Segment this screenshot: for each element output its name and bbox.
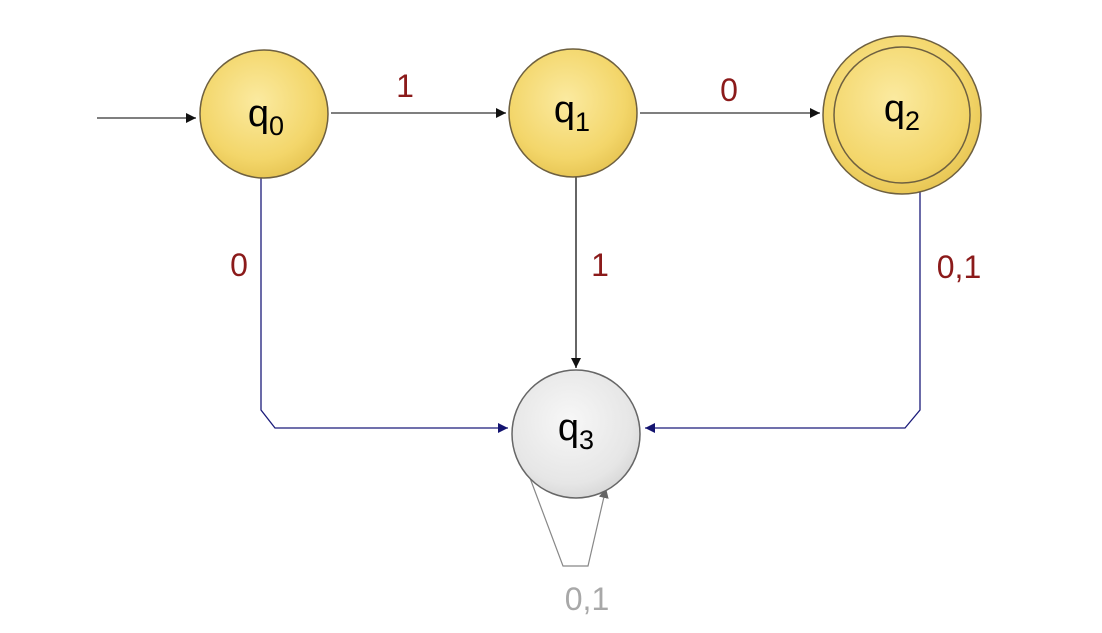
state-q1: q1: [508, 48, 638, 178]
state-q2-subscript: 2: [905, 106, 920, 136]
edge-q0-q3: [260, 172, 508, 433]
edge-q3-self-loop: [529, 477, 609, 567]
edge-label-q0-q3: 0: [230, 247, 248, 283]
state-q0-name: q: [248, 93, 269, 135]
edge-label-q2-q3: 0,1: [937, 249, 981, 285]
state-q0: q0: [199, 49, 329, 179]
state-q1-subscript: 1: [575, 107, 590, 137]
svg-text:q3: q3: [558, 407, 594, 455]
state-q3-name: q: [558, 407, 579, 449]
state-q1-name: q: [554, 89, 575, 131]
state-q0-subscript: 0: [269, 111, 284, 141]
state-q2-accepting: q2: [822, 35, 982, 195]
edge-label-q0-q1: 1: [396, 68, 414, 104]
edge-label-q1-q2: 0: [720, 72, 738, 108]
edge-label-q1-q3: 1: [591, 247, 609, 283]
state-q3-trap: q3: [511, 369, 641, 499]
edge-q2-q3: [645, 192, 921, 433]
svg-text:q0: q0: [248, 93, 284, 141]
edge-label-q3-self: 0,1: [565, 581, 609, 617]
state-q3-subscript: 3: [579, 425, 594, 455]
svg-text:q1: q1: [554, 89, 590, 137]
svg-text:q2: q2: [884, 88, 920, 136]
state-q2-name: q: [884, 88, 905, 130]
